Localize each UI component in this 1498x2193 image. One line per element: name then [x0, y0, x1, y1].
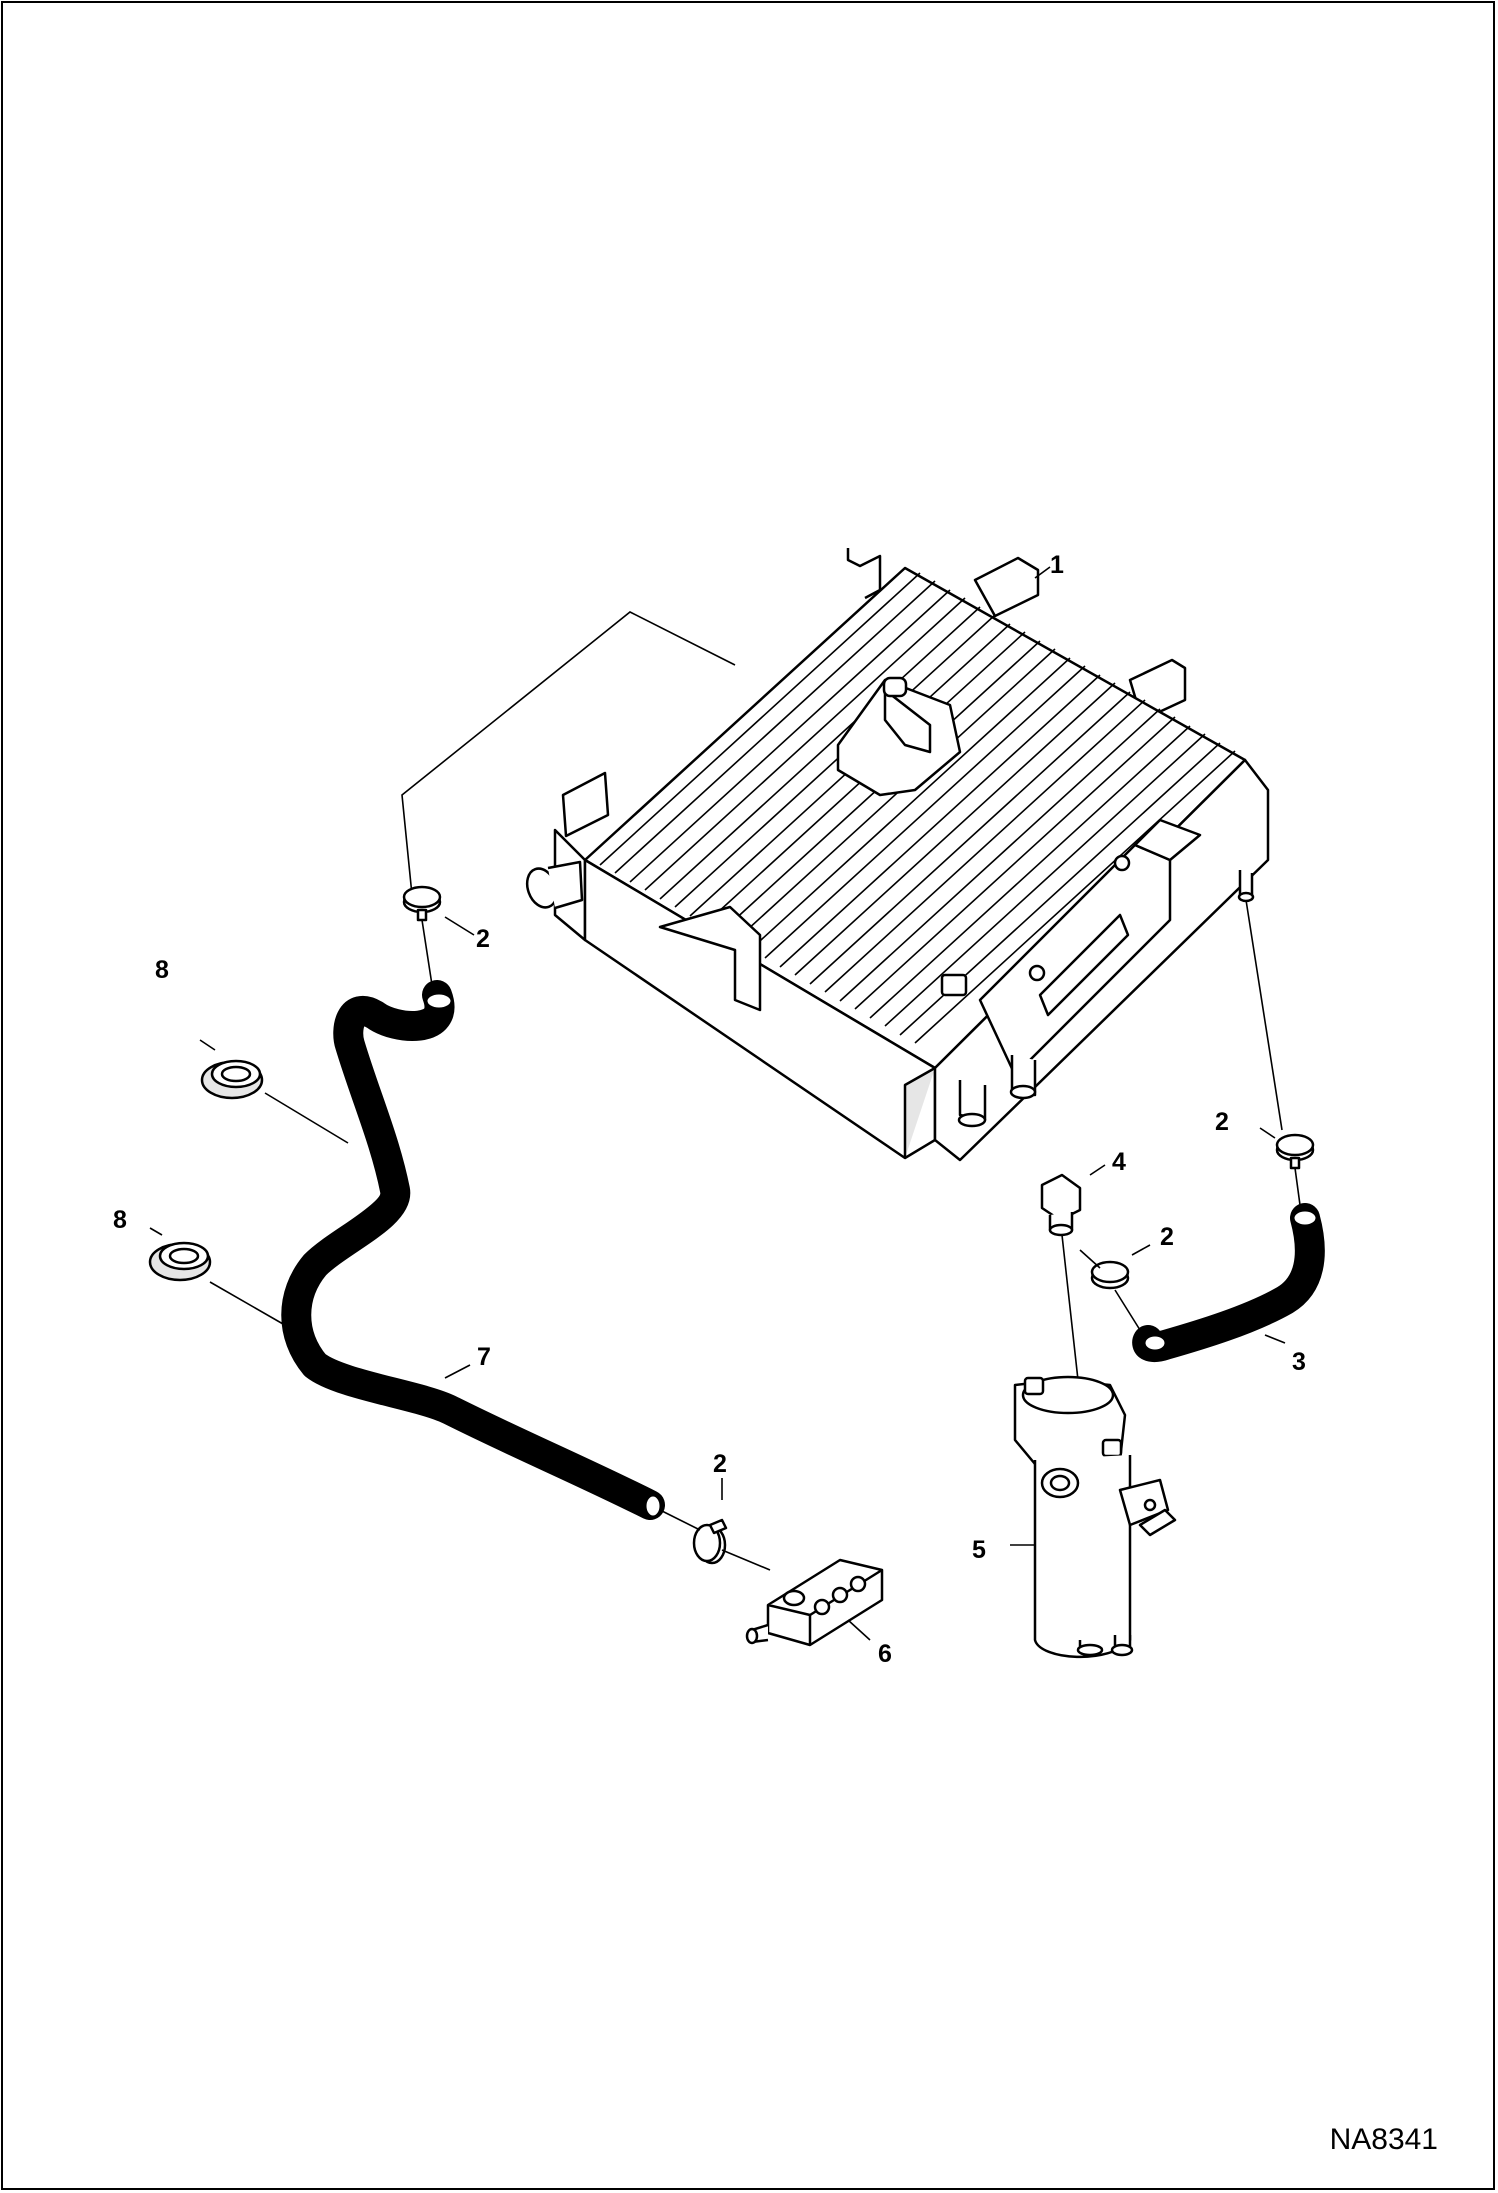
- filter-canister: [1013, 1375, 1177, 1659]
- callout-2: 2: [476, 925, 490, 953]
- grommet-upper: [200, 1059, 264, 1100]
- hose-clamp-top-left: [402, 885, 442, 986]
- grommet-lower: [148, 1241, 212, 1282]
- hose-clamp-bottom: [659, 1509, 771, 1571]
- callout-4: 4: [1112, 1148, 1126, 1176]
- callout-5: 5: [972, 1536, 986, 1564]
- callout-2: 2: [1215, 1108, 1229, 1136]
- hose-short: [1132, 1203, 1325, 1363]
- callout-8: 8: [113, 1206, 127, 1234]
- callout-2: 2: [713, 1450, 727, 1478]
- callout-1: 1: [1050, 551, 1064, 579]
- hose-clamp-right: [1275, 1133, 1315, 1206]
- callout-8: 8: [155, 956, 169, 984]
- callout-6: 6: [878, 1640, 892, 1668]
- callout-2: 2: [1160, 1223, 1174, 1251]
- figure-id: NA8341: [1329, 2123, 1438, 2156]
- manifold-block: [745, 1558, 884, 1647]
- callout-3: 3: [1292, 1348, 1306, 1376]
- hose-clamp-middle: [1090, 1260, 1141, 1331]
- callout-7: 7: [477, 1343, 491, 1371]
- leader-line: [401, 611, 736, 896]
- leader-line: [1245, 899, 1283, 1131]
- callout-leaders: [149, 566, 1286, 1641]
- hose-long: [281, 980, 665, 1520]
- fitting: [1040, 1173, 1101, 1381]
- radiator-cooler: [525, 548, 1270, 1162]
